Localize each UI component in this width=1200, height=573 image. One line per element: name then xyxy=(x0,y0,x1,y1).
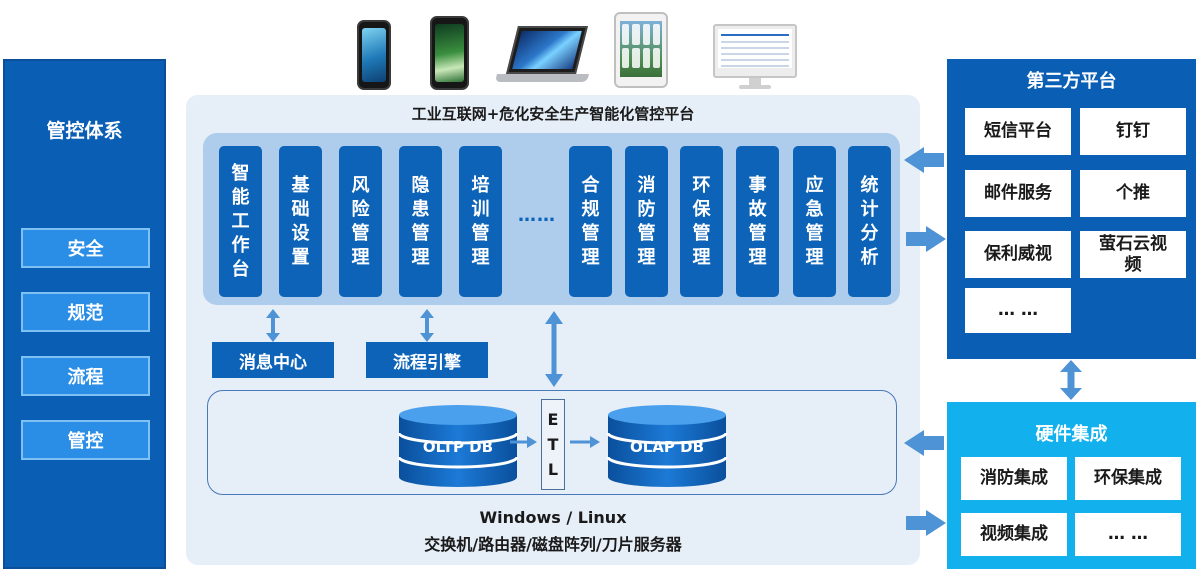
third-party-title: 第三方平台 xyxy=(1026,71,1117,92)
smartphone-icon xyxy=(357,20,391,90)
olap-db-label: OLAP DB xyxy=(629,438,705,456)
hardware-item-video: 视频集成 xyxy=(961,513,1067,556)
message-center-box: 消息中心 xyxy=(212,342,334,378)
oltp-db-label: OLTP DB xyxy=(422,438,494,456)
module-label: 环保管理 xyxy=(692,174,711,268)
olap-database-icon: OLAP DB xyxy=(606,403,728,489)
module-fire-management: 消防管理 xyxy=(625,146,668,297)
hardware-integration-panel: 硬件集成 消防集成 环保集成 视频集成 … … xyxy=(947,402,1196,569)
module-environment-management: 环保管理 xyxy=(680,146,723,297)
governance-item-process: 流程 xyxy=(21,356,150,396)
third-party-item-dingtalk: 钉钉 xyxy=(1080,108,1186,155)
oltp-database-icon: OLTP DB xyxy=(397,403,519,489)
platform-title: 工业互联网+危化安全生产智能化管控平台 xyxy=(411,105,695,123)
governance-item-standard: 规范 xyxy=(21,292,150,332)
module-risk-management: 风险管理 xyxy=(339,146,382,297)
module-hazard-management: 隐患管理 xyxy=(399,146,442,297)
double-arrow-icon xyxy=(266,309,280,342)
right-arrow-icon xyxy=(906,226,946,252)
etl-letter-t: T xyxy=(547,435,559,454)
module-label: 风险管理 xyxy=(351,174,370,268)
tablet-icon xyxy=(614,12,668,88)
module-compliance-management: 合规管理 xyxy=(569,146,612,297)
desktop-monitor-icon xyxy=(713,24,797,92)
left-arrow-icon xyxy=(904,430,944,456)
etl-letter-l: L xyxy=(547,460,559,479)
module-statistical-analysis: 统计分析 xyxy=(848,146,891,297)
hardware-item-environment: 环保集成 xyxy=(1075,457,1181,500)
module-label: 培训管理 xyxy=(471,174,490,268)
double-arrow-icon xyxy=(1060,360,1082,400)
module-label: 合规管理 xyxy=(581,174,600,268)
module-label: 应急管理 xyxy=(805,174,824,268)
module-emergency-management: 应急管理 xyxy=(793,146,836,297)
governance-panel: 管控体系 安全 规范 流程 管控 xyxy=(3,59,166,569)
module-basic-settings: 基础设置 xyxy=(279,146,322,297)
module-training-management: 培训管理 xyxy=(459,146,502,297)
hardware-label: 交换机/路由器/磁盘阵列/刀片服务器 xyxy=(424,535,682,554)
module-label: 基础设置 xyxy=(291,174,310,268)
double-arrow-icon xyxy=(420,309,434,342)
third-party-panel: 第三方平台 短信平台 钉钉 邮件服务 个推 保利威视 萤石云视频 … … xyxy=(947,59,1196,359)
governance-item-safety: 安全 xyxy=(21,228,150,268)
modules-ellipsis: …… xyxy=(518,205,556,226)
governance-title: 管控体系 xyxy=(46,120,123,142)
etl-letter-e: E xyxy=(547,410,559,429)
hardware-item-fire: 消防集成 xyxy=(961,457,1067,500)
right-arrow-icon xyxy=(906,510,946,536)
governance-item-control: 管控 xyxy=(21,420,150,460)
module-label: 隐患管理 xyxy=(411,174,430,268)
os-label: Windows / Linux xyxy=(479,508,627,527)
smartphone-icon xyxy=(430,16,469,90)
right-arrow-icon xyxy=(570,436,600,448)
module-label: 消防管理 xyxy=(637,174,656,268)
third-party-item-getui: 个推 xyxy=(1080,170,1186,217)
left-arrow-icon xyxy=(904,147,944,173)
third-party-item-ezviz: 萤石云视频 xyxy=(1080,231,1186,278)
module-smart-workbench: 智能工作台 xyxy=(219,146,262,297)
third-party-item-email: 邮件服务 xyxy=(965,170,1071,217)
right-arrow-icon xyxy=(510,436,537,448)
module-label: 统计分析 xyxy=(860,174,879,268)
double-arrow-icon xyxy=(545,311,563,387)
workflow-engine-box: 流程引擎 xyxy=(366,342,488,378)
module-accident-management: 事故管理 xyxy=(736,146,779,297)
module-label: 智能工作台 xyxy=(231,162,250,280)
etl-box: E T L xyxy=(541,399,565,490)
third-party-item-sms: 短信平台 xyxy=(965,108,1071,155)
third-party-item-more: … … xyxy=(965,288,1071,333)
module-label: 事故管理 xyxy=(748,174,767,268)
third-party-item-polyv: 保利威视 xyxy=(965,231,1071,278)
hardware-integration-title: 硬件集成 xyxy=(1035,424,1108,445)
hardware-item-more: … … xyxy=(1075,513,1181,556)
